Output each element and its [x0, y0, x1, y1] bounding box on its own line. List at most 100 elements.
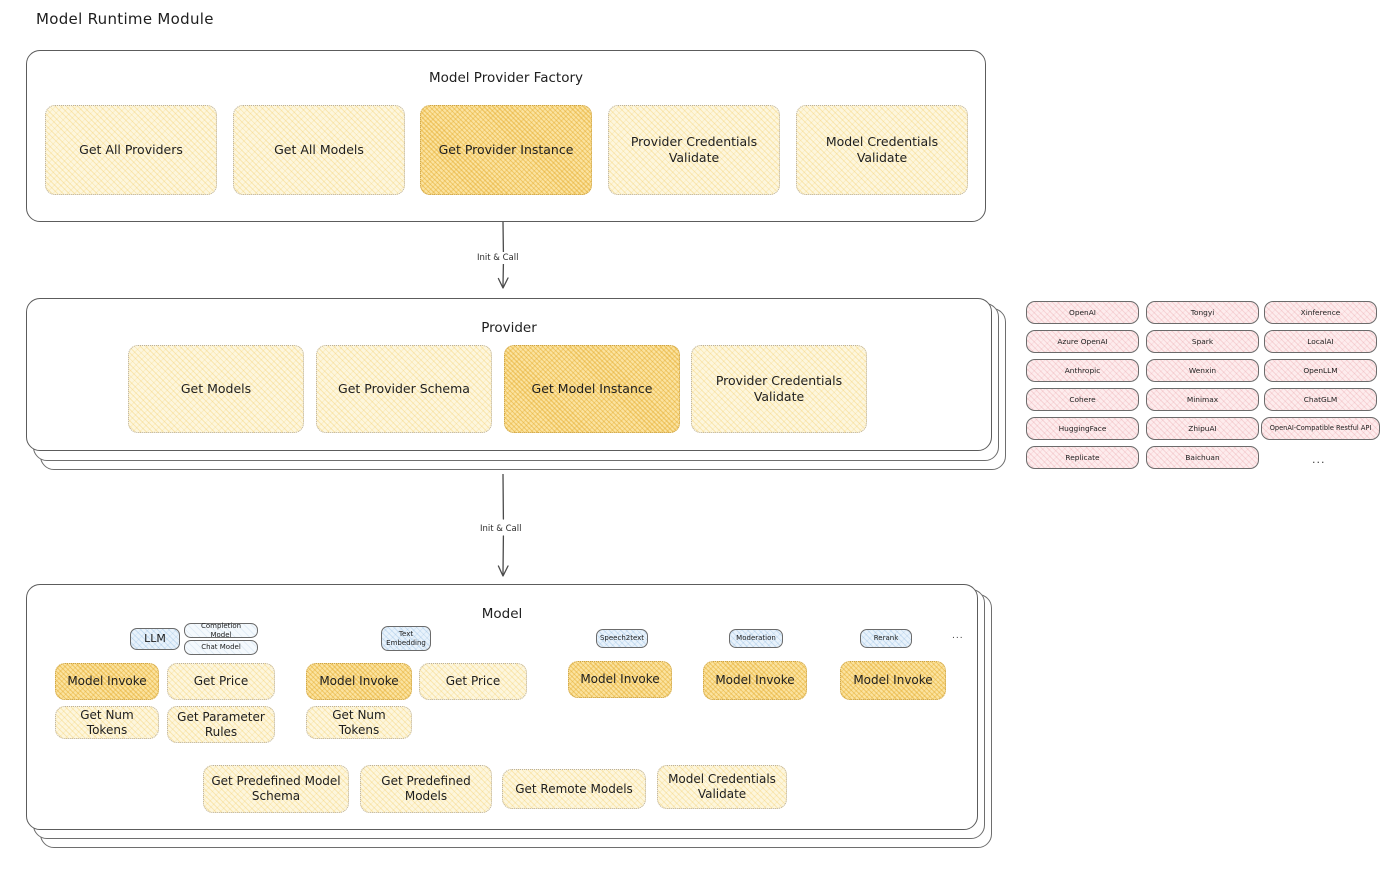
provider-chip-label: Minimax — [1186, 394, 1219, 404]
factory-box-get-provider-instance[interactable]: Get Provider Instance — [420, 105, 592, 195]
provider-chip-label: HuggingFace — [1058, 423, 1107, 433]
model-type-badge-label: Text Embedding — [386, 629, 426, 647]
model-type-badge-rerank[interactable]: Rerank — [860, 629, 912, 648]
speech2text-method-model-invoke[interactable]: Model Invoke — [568, 661, 672, 698]
factory-box-model-credentials-validate[interactable]: Model Credentials Validate — [796, 105, 968, 195]
provider-chip-huggingface[interactable]: HuggingFace — [1026, 417, 1139, 440]
provider-chip-label: Xinference — [1300, 307, 1341, 317]
model-type-badge-text-embedding[interactable]: Text Embedding — [381, 626, 431, 651]
arrow-icon — [497, 473, 509, 577]
provider-chip-label: OpenAI-Compatible Restful API — [1269, 424, 1372, 433]
llm-method-get-price[interactable]: Get Price — [167, 663, 275, 700]
provider-box-provider-credentials-validate[interactable]: Provider Credentials Validate — [691, 345, 867, 433]
provider-chip-wenxin[interactable]: Wenxin — [1146, 359, 1259, 382]
provider-chip-label: Replicate — [1065, 452, 1100, 462]
factory-box-provider-credentials-validate[interactable]: Provider Credentials Validate — [608, 105, 780, 195]
provider-box-label: Get Model Instance — [531, 381, 653, 397]
text-embedding-method-get-num-tokens[interactable]: Get Num Tokens — [306, 706, 412, 739]
provider-chip-xinference[interactable]: Xinference — [1264, 301, 1377, 324]
method-label: Model Invoke — [853, 673, 933, 687]
provider-chip-tongyi[interactable]: Tongyi — [1146, 301, 1259, 324]
provider-chip-minimax[interactable]: Minimax — [1146, 388, 1259, 411]
model-type-badge-label: Rerank — [873, 634, 899, 643]
model-subtype-badge-label: Completion Model — [200, 621, 242, 639]
model-subtype-badge-completion-model[interactable]: Completion Model — [184, 621, 258, 639]
common-method-get-predefined-models[interactable]: Get Predefined Models — [360, 765, 492, 813]
provider-chip-baichuan[interactable]: Baichuan — [1146, 446, 1259, 469]
provider-chip-label: OpenAI — [1069, 307, 1096, 317]
llm-method-model-invoke[interactable]: Model Invoke — [55, 663, 159, 700]
factory-box-get-all-providers[interactable]: Get All Providers — [45, 105, 217, 195]
provider-chip-openai-compatible-restful-api[interactable]: OpenAI-Compatible Restful API — [1261, 417, 1380, 440]
provider-chip-anthropic[interactable]: Anthropic — [1026, 359, 1139, 382]
provider-chip-localai[interactable]: LocalAI — [1264, 330, 1377, 353]
method-label: Get Price — [445, 674, 501, 688]
arrow-label-init-call-1: Init & Call — [474, 252, 522, 264]
model-type-badge-llm[interactable]: LLM — [130, 628, 180, 650]
method-label: Get Price — [193, 674, 249, 688]
provider-chip-replicate[interactable]: Replicate — [1026, 446, 1139, 469]
provider-chip-label: ZhipuAI — [1188, 423, 1217, 433]
common-method-get-predefined-model-schema[interactable]: Get Predefined Model Schema — [203, 765, 349, 813]
model-provider-factory-title: Model Provider Factory — [428, 70, 583, 86]
method-label: Model Invoke — [715, 673, 795, 687]
model-type-badge-label: LLM — [144, 632, 166, 646]
moderation-method-model-invoke[interactable]: Model Invoke — [703, 661, 807, 700]
provider-chip-azure-openai[interactable]: Azure OpenAI — [1026, 330, 1139, 353]
factory-box-label: Get All Providers — [79, 142, 183, 158]
method-label: Get Predefined Model Schema — [211, 774, 341, 803]
common-method-model-credentials-validate[interactable]: Model Credentials Validate — [657, 765, 787, 809]
model-type-badge-label: Speech2text — [599, 634, 645, 643]
method-label: Model Credentials Validate — [668, 772, 776, 801]
method-label: Get Num Tokens — [332, 707, 386, 737]
provider-chip-cohere[interactable]: Cohere — [1026, 388, 1139, 411]
provider-box-get-model-instance[interactable]: Get Model Instance — [504, 345, 680, 433]
provider-chip-zhipuai[interactable]: ZhipuAI — [1146, 417, 1259, 440]
model-types-ellipsis: ... — [952, 631, 964, 641]
method-label: Get Parameter Rules — [177, 709, 265, 739]
provider-box-label: Get Models — [180, 381, 252, 397]
text-embedding-method-get-price[interactable]: Get Price — [419, 663, 527, 700]
provider-chip-label: Anthropic — [1064, 365, 1101, 375]
provider-title: Provider — [481, 320, 537, 336]
arrow-factory-to-provider — [470, 221, 540, 296]
provider-chip-chatglm[interactable]: ChatGLM — [1264, 388, 1377, 411]
provider-chip-label: Spark — [1191, 336, 1214, 346]
arrow-icon — [497, 221, 509, 289]
factory-box-label: Get All Models — [274, 142, 364, 158]
model-title: Model — [481, 606, 523, 622]
method-label: Model Invoke — [580, 672, 660, 686]
provider-box-get-provider-schema[interactable]: Get Provider Schema — [316, 345, 492, 433]
provider-chip-label: OpenLLM — [1303, 365, 1338, 375]
arrow-provider-to-model — [470, 473, 540, 584]
provider-chip-spark[interactable]: Spark — [1146, 330, 1259, 353]
provider-chip-openai[interactable]: OpenAI — [1026, 301, 1139, 324]
provider-box-label: Get Provider Schema — [338, 381, 470, 397]
llm-method-get-parameter-rules[interactable]: Get Parameter Rules — [167, 706, 275, 743]
model-subtype-badge-chat-model[interactable]: Chat Model — [184, 640, 258, 655]
factory-box-label: Get Provider Instance — [438, 142, 574, 158]
provider-chip-label: ChatGLM — [1303, 394, 1338, 404]
factory-box-label: Model Credentials Validate — [825, 134, 939, 165]
common-method-get-remote-models[interactable]: Get Remote Models — [502, 769, 646, 809]
text-embedding-method-model-invoke[interactable]: Model Invoke — [306, 663, 412, 700]
provider-chip-label: Azure OpenAI — [1057, 336, 1108, 346]
rerank-method-model-invoke[interactable]: Model Invoke — [840, 661, 946, 700]
provider-chip-label: LocalAI — [1307, 336, 1334, 346]
method-label: Get Num Tokens — [80, 707, 134, 737]
factory-box-get-all-models[interactable]: Get All Models — [233, 105, 405, 195]
llm-method-get-num-tokens[interactable]: Get Num Tokens — [55, 706, 159, 739]
method-label: Get Remote Models — [515, 781, 633, 796]
provider-list-ellipsis: ... — [1312, 453, 1326, 466]
method-label: Model Invoke — [319, 674, 399, 688]
model-type-badge-speech2text[interactable]: Speech2text — [596, 629, 648, 648]
provider-box-get-models[interactable]: Get Models — [128, 345, 304, 433]
provider-chip-label: Wenxin — [1188, 365, 1217, 375]
factory-box-label: Provider Credentials Validate — [630, 134, 758, 165]
provider-chip-label: Cohere — [1069, 394, 1096, 404]
model-type-badge-moderation[interactable]: Moderation — [729, 629, 783, 648]
provider-box-label: Provider Credentials Validate — [715, 373, 843, 404]
method-label: Get Predefined Models — [381, 774, 471, 803]
provider-chip-openllm[interactable]: OpenLLM — [1264, 359, 1377, 382]
